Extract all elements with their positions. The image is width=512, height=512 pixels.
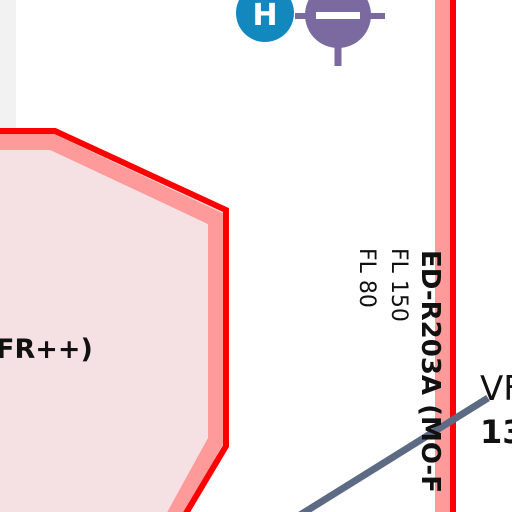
vfr-route-line[interactable] — [298, 395, 490, 512]
heliport-letter: H — [252, 0, 277, 33]
zone-right-name: ED-R203A (MO-F — [415, 250, 445, 493]
zone-left-label: FR++) — [0, 334, 93, 365]
zone-left-fill — [0, 131, 225, 512]
route-label-line2: 13 — [480, 413, 512, 451]
zone-left-band — [0, 134, 224, 512]
zone-right-band — [435, 0, 450, 512]
zone-right-border — [450, 0, 456, 512]
vor-navaid-icon[interactable] — [295, 0, 385, 66]
restricted-zone-right-boundary[interactable] — [435, 0, 456, 512]
route-label-line1: VF — [480, 369, 512, 409]
zone-right-lower-limit: FL 80 — [354, 248, 379, 308]
zone-right-upper-limit: FL 150 — [386, 248, 411, 322]
restricted-zone-left[interactable] — [0, 128, 229, 512]
heliport-icon[interactable]: H — [236, 0, 294, 42]
zone-left-border — [0, 128, 229, 512]
